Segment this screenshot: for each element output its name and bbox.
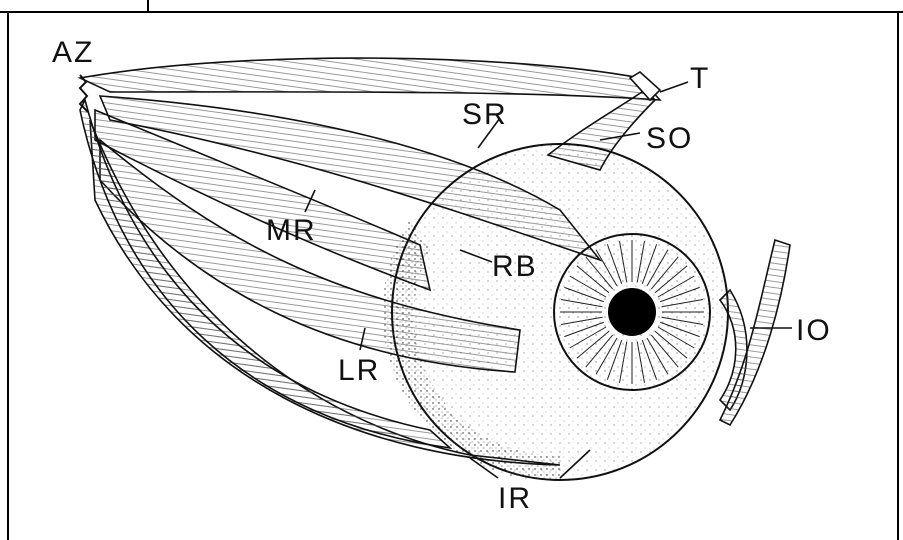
eyeball bbox=[382, 144, 790, 480]
label-rb: RB bbox=[492, 250, 538, 283]
label-so: SO bbox=[646, 122, 693, 155]
label-mr: MR bbox=[266, 214, 317, 247]
superior-rectus-muscle bbox=[80, 58, 660, 100]
label-lr: LR bbox=[338, 354, 380, 387]
label-az: AZ bbox=[52, 36, 94, 69]
inferior-oblique-band bbox=[720, 240, 790, 425]
label-io: IO bbox=[796, 314, 832, 347]
label-t: T bbox=[690, 62, 710, 95]
label-ir: IR bbox=[498, 482, 532, 515]
label-sr: SR bbox=[462, 98, 508, 131]
pupil bbox=[608, 288, 656, 336]
